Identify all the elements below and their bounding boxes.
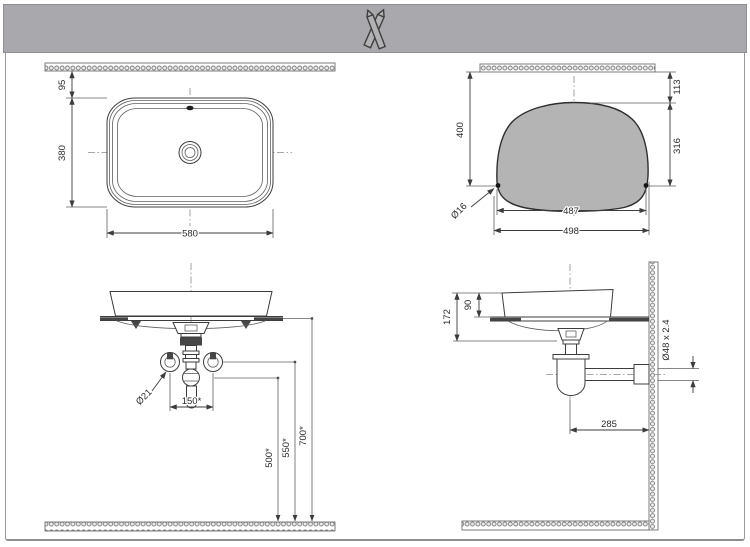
header-bar: [3, 4, 747, 53]
dim-side-height: 316: [672, 138, 683, 154]
counter: [100, 316, 283, 321]
wall-hatch-top-left: [44, 62, 336, 72]
dim-template-width: 498: [563, 226, 579, 237]
dim-supply-height: 550*: [281, 438, 292, 458]
overflow-hole: [186, 105, 194, 111]
dim-width: 580: [182, 229, 198, 240]
dim-hole-spacing: 487: [563, 206, 579, 217]
crossed-pencils-icon: [363, 7, 387, 50]
basin-template-shape: [496, 101, 649, 213]
trap-assembly: [552, 328, 650, 396]
cutout-template-view: 400 113 316 Ø16 487 498: [448, 63, 684, 238]
content-frame: [5, 53, 745, 541]
drain-hole: [178, 141, 202, 164]
dim-depth: 380: [57, 145, 68, 161]
top-view: 95 380 580: [44, 62, 336, 241]
floor-hatch-right: [461, 520, 650, 531]
dim-drain-to-wall: 285: [601, 419, 617, 430]
bowl-underside: [507, 320, 608, 332]
dim-supply-spacing: 150*: [182, 396, 202, 407]
dim-wall-to-top: 113: [672, 79, 683, 94]
dim-height-overall: 400: [455, 122, 466, 138]
dim-wall-offset: 95: [57, 80, 68, 91]
mounting-clip-left: [131, 321, 141, 329]
wall-hatch-top-right: [479, 63, 656, 73]
dim-hole-diameter: Ø16: [449, 201, 469, 221]
wall-hatch-right: [648, 261, 659, 531]
floor-hatch-left: [44, 521, 336, 532]
dim-rim-height: 700*: [298, 426, 309, 446]
fixing-hole-right: [643, 183, 649, 188]
front-view: Ø21 150* 500* 550* 700*: [44, 263, 336, 532]
side-view: 172 90 Ø48 x 2.4 285: [441, 261, 699, 531]
dim-overall-depth: 172: [442, 309, 453, 325]
fixing-hole-left: [495, 183, 501, 188]
basin-profile: [501, 288, 614, 318]
counter: [490, 316, 649, 322]
basin-body: [109, 291, 273, 317]
basin-outline: [106, 97, 274, 208]
height-dimensions: 500* 550* 700*: [214, 317, 315, 522]
drain-assembly: [172, 322, 210, 409]
dim-rim-above-counter: 90: [463, 300, 474, 311]
mounting-clip-right: [241, 321, 251, 329]
dim-supply-diameter: Ø21: [134, 387, 154, 407]
supply-valve-left: [160, 352, 180, 372]
dim-drain-height: 500*: [264, 448, 275, 468]
dim-waste-pipe: Ø48 x 2.4: [661, 319, 672, 360]
supply-valve-right: [203, 352, 223, 372]
